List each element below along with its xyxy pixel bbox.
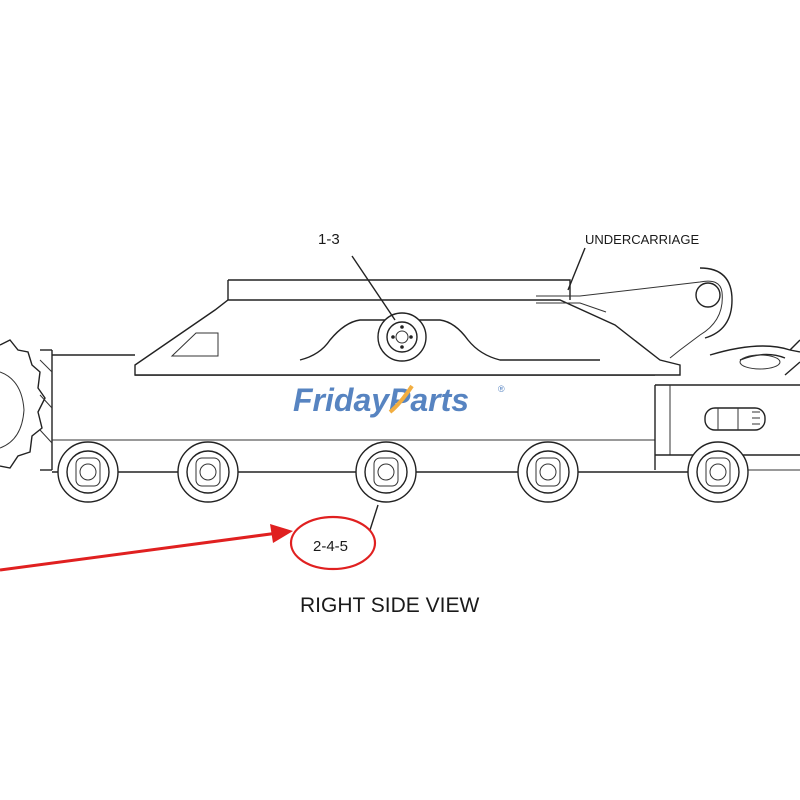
svg-text:FridayParts: FridayParts [293,382,469,418]
callout-1-3: 1-3 [318,231,340,248]
track-roller-4 [517,441,579,503]
sprocket-wheel [0,339,53,471]
track-roller-1 [57,441,119,503]
highlight-arrow-shaft [0,531,279,572]
callout-2-4-5: 2-4-5 [313,538,348,555]
track-roller-5 [687,441,749,503]
watermark: FridayParts ® [293,382,505,418]
watermark-registered-mark: ® [498,384,505,394]
leader-line-undercarriage [567,247,586,291]
upper-frame-housing [134,267,733,376]
callout-undercarriage: UNDERCARRIAGE [585,232,699,247]
front-idler [709,339,800,376]
leader-line-2-4-5 [369,504,379,531]
highlight-circle [289,515,377,571]
track-roller-3 [355,441,417,503]
highlight-arrow-head [270,524,293,543]
carrier-roller [377,312,427,362]
recoil-slot [704,407,766,431]
highlight-annotation [0,515,377,572]
track-roller-2 [177,441,239,503]
watermark-word-friday: Friday [293,382,391,418]
view-title: RIGHT SIDE VIEW [300,594,479,617]
track-rollers [57,441,749,503]
watermark-swoosh-icon [388,384,414,414]
leader-line-1-3 [351,255,396,321]
